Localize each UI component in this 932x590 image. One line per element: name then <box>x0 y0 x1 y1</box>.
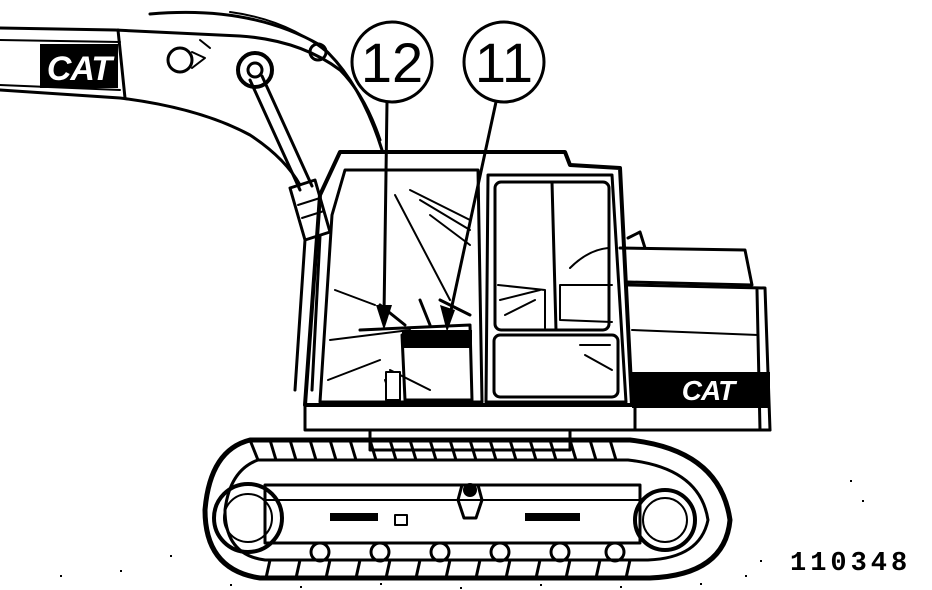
ground-texture <box>60 480 864 589</box>
callout-12: 12 <box>350 20 434 330</box>
callout-11: 11 <box>440 20 546 332</box>
operator-cab <box>303 150 634 407</box>
track-assembly <box>202 437 733 581</box>
boom-work-light <box>166 39 211 74</box>
boom-cat-logo: CAT <box>47 50 116 88</box>
callout-11-label: 11 <box>475 31 533 94</box>
callout-12-circle <box>350 20 434 104</box>
body-cat-logo: CAT <box>682 375 738 406</box>
boom-logo-plate <box>40 44 118 88</box>
track-shoes <box>248 438 632 580</box>
callout-11-circle <box>462 20 546 104</box>
callout-11-leader <box>448 100 498 317</box>
rear-sprocket <box>212 482 284 554</box>
figure-id: 110348 <box>790 549 911 579</box>
upper-frame <box>303 403 772 452</box>
callout-12-label: 12 <box>361 31 423 94</box>
boom <box>0 10 384 187</box>
callout-12-arrowhead <box>376 305 392 330</box>
front-idler <box>633 488 697 552</box>
track-rollers <box>309 541 626 563</box>
body-logo-band <box>632 372 770 408</box>
callout-12-leader <box>382 100 389 317</box>
callout-11-arrowhead <box>440 305 455 332</box>
engine-housing <box>618 230 772 432</box>
